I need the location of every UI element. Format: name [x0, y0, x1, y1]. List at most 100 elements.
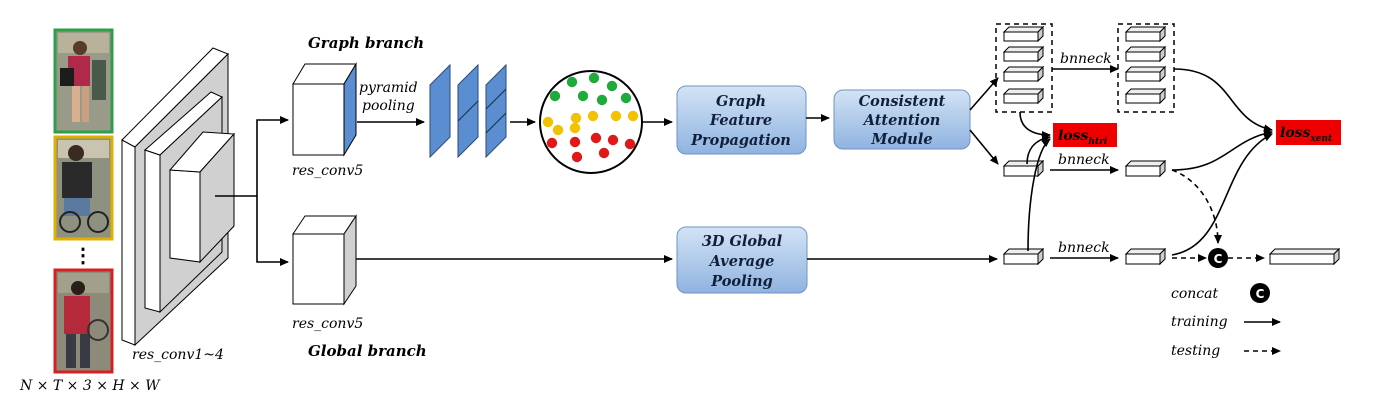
part-feature-bar — [1002, 25, 1045, 43]
legend-concat-icon: C — [1250, 283, 1270, 303]
graph-node — [546, 137, 558, 149]
graph-node — [569, 136, 581, 148]
graph-res-conv5-label: res_conv5 — [292, 163, 363, 179]
graph-feature-propagation-box: Graph Feature Propagation — [676, 85, 807, 155]
graph-node — [587, 110, 599, 122]
graph-node — [590, 132, 602, 144]
input-ellipsis: ⋮ — [73, 243, 93, 267]
loss-xent-sub: xent — [1309, 134, 1333, 144]
legend-training-label: training — [1171, 314, 1228, 330]
arrow-cam-to-global-feat — [969, 129, 999, 165]
consistent-attention-module-box: Consistent Attention Module — [833, 89, 971, 150]
global-res-conv5-label: res_conv5 — [292, 316, 363, 332]
gap-line1: 3D Global — [702, 233, 783, 250]
cam-line3: Module — [870, 131, 932, 148]
part-features-group-left — [995, 23, 1053, 113]
part-feature-bar — [1124, 25, 1167, 43]
graph-node — [598, 147, 610, 159]
svg-text:C: C — [1256, 287, 1265, 301]
arrow-mid-to-htri — [1026, 134, 1051, 165]
arrow-bot-to-htri — [1027, 138, 1051, 252]
legend-testing-label: testing — [1171, 343, 1220, 359]
graph-node-circle — [539, 70, 643, 174]
graph-node — [610, 110, 622, 122]
global-feature-bn — [1124, 247, 1167, 266]
global-feature — [1002, 247, 1045, 266]
arrow-bot-to-xent — [1171, 133, 1273, 256]
concat-symbol: C — [1214, 252, 1223, 266]
graph-node — [624, 138, 636, 150]
arrow-to-global-res5 — [256, 196, 289, 266]
gfp-line1: Graph — [716, 93, 766, 110]
part-features-left — [1002, 25, 1045, 105]
arrow-parts-to-htri — [1019, 111, 1051, 139]
backbone-label: res_conv1~4 — [132, 347, 224, 363]
graph-node — [570, 112, 582, 124]
arrow-mid-to-xent — [1171, 129, 1273, 171]
graph-node — [577, 90, 589, 102]
arrow-parts-to-xent — [1173, 68, 1273, 133]
graph-node — [620, 92, 632, 104]
legend-concat-label: concat — [1171, 286, 1218, 302]
graph-node — [571, 151, 583, 163]
loss-htri-main: loss — [1058, 128, 1089, 144]
input-frame-1 — [53, 28, 114, 134]
gfp-line2: Feature — [709, 112, 772, 129]
graph-global-feature-bn — [1124, 159, 1167, 178]
graph-global-feature — [1002, 159, 1045, 178]
gfp-line3: Propagation — [690, 132, 791, 149]
part-feature-bar — [1124, 65, 1167, 83]
graph-node — [596, 94, 608, 106]
loss-htri-badge: losshtri — [1053, 123, 1117, 147]
graph-node — [569, 122, 581, 134]
graph-node — [542, 116, 554, 128]
global-res-conv5-cube — [292, 214, 357, 306]
loss-xent-badge: lossxent — [1276, 120, 1341, 145]
part-feature-bar — [1002, 45, 1045, 63]
arrow-to-graph-res5 — [256, 116, 289, 196]
graph-branch-title: Graph branch — [308, 34, 424, 52]
feature-bar — [1124, 159, 1167, 178]
part-feature-bar — [1124, 45, 1167, 63]
part-features-right — [1124, 25, 1167, 105]
pyramid-pooling-line2: pooling — [362, 98, 415, 114]
concat-node: C — [1208, 248, 1228, 268]
feature-bar — [1124, 247, 1167, 266]
input-frame-3 — [53, 268, 114, 374]
part-features-group-right — [1117, 23, 1175, 113]
bnneck-label-parts: bnneck — [1060, 51, 1112, 67]
feature-bar — [1002, 247, 1045, 266]
graph-node — [566, 76, 578, 88]
graph-node — [627, 110, 639, 122]
cam-line1: Consistent — [859, 93, 946, 110]
part-feature-bar — [1002, 65, 1045, 83]
graph-node — [549, 90, 561, 102]
test-arrow-mid-to-concat — [1171, 169, 1222, 244]
loss-xent-main: loss — [1280, 125, 1311, 141]
pyramid-feature-slabs — [429, 63, 507, 159]
cam-line2: Attention — [862, 112, 941, 129]
svg-text:lossxent: lossxent — [1280, 125, 1333, 144]
bnneck-label-bot: bnneck — [1058, 240, 1110, 256]
pyramid-pooling-line1: pyramid — [359, 80, 418, 96]
global-average-pooling-box: 3D Global Average Pooling — [676, 226, 808, 294]
feature-bar-long — [1268, 247, 1341, 266]
graph-res-conv5-cube — [292, 62, 357, 157]
bnneck-label-mid: bnneck — [1058, 152, 1110, 168]
global-branch-title: Global branch — [308, 342, 427, 360]
svg-text:losshtri: losshtri — [1058, 128, 1108, 147]
arrow-cam-to-parts — [969, 77, 999, 111]
graph-node — [552, 124, 564, 136]
graph-node — [606, 80, 618, 92]
gap-line3: Pooling — [710, 273, 773, 290]
part-feature-bar — [1002, 87, 1045, 105]
loss-htri-sub: htri — [1088, 137, 1107, 147]
final-test-feature — [1268, 247, 1341, 266]
graph-node — [588, 72, 600, 84]
part-feature-bar — [1124, 87, 1167, 105]
input-shape-label: N × T × 3 × H × W — [19, 378, 161, 394]
input-frame-2 — [53, 135, 114, 241]
gap-line2: Average — [708, 253, 775, 270]
